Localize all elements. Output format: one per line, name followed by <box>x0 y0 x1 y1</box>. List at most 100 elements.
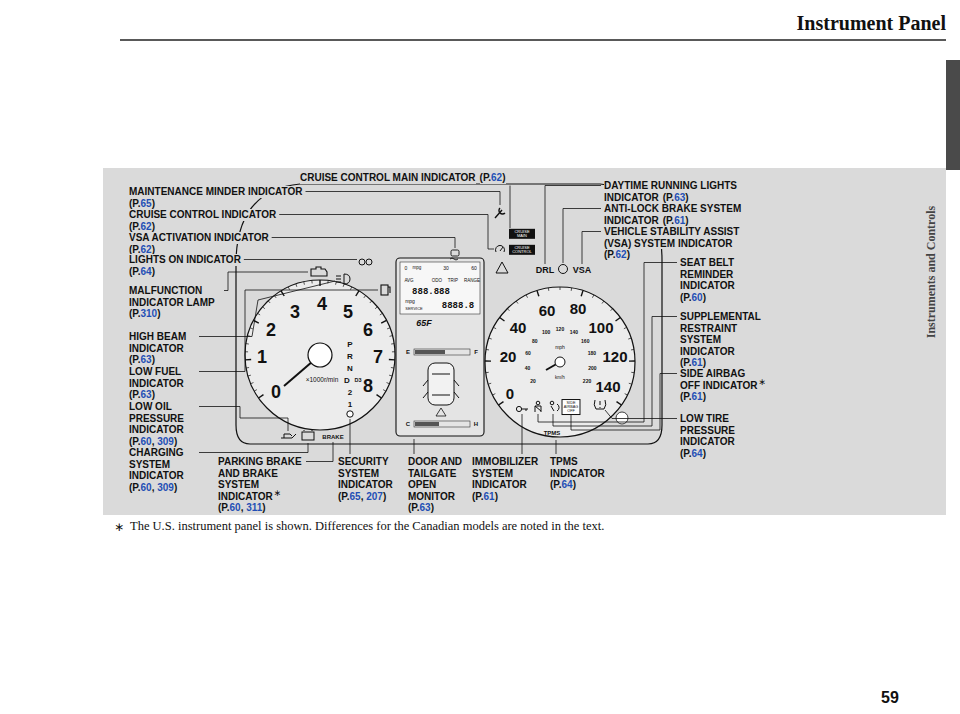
page-reference-part: 65 <box>141 198 152 209</box>
gauge-text: 60 <box>525 351 531 356</box>
dial-tick <box>370 301 372 303</box>
dial-tick <box>303 282 305 285</box>
temperature-gauge-bar <box>414 421 470 427</box>
page-reference-part: 60 <box>692 292 703 303</box>
page-reference: (P.61) <box>663 215 689 227</box>
page-reference: (P.60, 311) <box>218 502 266 514</box>
callout-label: SIDE AIRBAG OFF INDICATOR <box>680 368 765 391</box>
leader-line <box>186 443 308 453</box>
page-reference-part: 61 <box>674 215 685 226</box>
page-reference-part: ) <box>174 436 177 447</box>
gauge-text: SERVICE <box>405 307 423 311</box>
security-indicator <box>347 411 353 417</box>
page-reference-part: , <box>361 491 367 502</box>
dial-tick <box>625 394 628 395</box>
low-fuel-icon <box>388 287 390 293</box>
page-reference: (P.63) <box>663 192 689 204</box>
dial-tick <box>526 295 527 298</box>
gauge-text: mpg <box>413 266 422 271</box>
dial-tick <box>259 395 264 398</box>
dial-tick <box>629 360 635 361</box>
page-reference: (P.64) <box>550 479 576 491</box>
dial-tick <box>616 317 621 321</box>
page-reference-part: (P. <box>550 479 562 490</box>
dial-tick <box>581 291 583 297</box>
callout-label: IMMOBILIZER SYSTEM INDICATOR <box>472 456 547 491</box>
temperature-gauge-bar <box>415 422 439 426</box>
gauge-text: 20 <box>530 378 536 383</box>
page-reference-part: 311 <box>246 502 262 513</box>
page-reference: (P.63) <box>408 502 434 514</box>
page-reference-part: 60 <box>230 502 241 513</box>
tachometer-dial <box>245 280 395 430</box>
dial-tick <box>611 309 613 311</box>
dial-tick <box>390 335 393 337</box>
dial-tick <box>493 327 496 328</box>
dial-tick <box>377 395 382 398</box>
vsa-activation-icon <box>451 250 459 256</box>
page-reference-part: 62 <box>616 249 627 260</box>
gauge-text: 1 <box>257 348 267 366</box>
lcd-window <box>400 262 480 314</box>
dial-tick <box>631 372 634 373</box>
dial-tick <box>493 394 496 395</box>
leader-line <box>522 414 523 454</box>
gauge-text: TPMS <box>544 430 561 436</box>
seat-belt-icon <box>536 401 540 405</box>
dial-tick <box>631 349 634 351</box>
lights-on-icon <box>366 259 372 265</box>
page-reference: (P.61) <box>680 391 706 403</box>
page-reference-part: 309 <box>157 482 174 493</box>
callout-label: LIGHTS ON INDICATOR <box>129 254 241 266</box>
gauge-text: 40 <box>510 320 527 335</box>
leader-line <box>279 215 494 250</box>
page-reference-part: (P. <box>129 221 141 232</box>
page-reference-part: ) <box>152 221 155 232</box>
gauge-text: RANGE <box>464 279 480 284</box>
section-tab <box>946 60 960 170</box>
dial-tick <box>356 291 359 296</box>
speedometer-hub <box>555 357 565 367</box>
gauge-text: 40 <box>525 365 531 370</box>
page-reference-part: 62 <box>491 172 502 183</box>
door-monitor-car <box>423 363 459 405</box>
gauge-text: VSA <box>573 266 592 275</box>
leader-line <box>272 238 455 249</box>
page-reference-part: 60 <box>141 436 152 447</box>
page-reference-part: ) <box>152 389 155 400</box>
cruise-control-icon <box>496 245 505 252</box>
gauge-text: E <box>406 349 410 355</box>
dial-tick <box>381 320 386 323</box>
cruise-control-icon <box>500 247 503 251</box>
page-reference-part: (P. <box>604 249 616 260</box>
immobilizer-key-icon <box>516 406 521 411</box>
page-reference-part: 63 <box>674 192 685 203</box>
low-tire-pressure-icon <box>600 401 601 408</box>
page-reference-part: (P. <box>129 244 141 255</box>
callout-label: SECURITY SYSTEM INDICATOR <box>338 456 400 491</box>
malfunction-engine-icon <box>311 267 327 276</box>
page-reference-part: , <box>152 482 158 493</box>
dial-tick <box>485 360 491 361</box>
page-reference-part: ) <box>703 357 706 368</box>
leader-line <box>305 442 333 462</box>
page-reference-part: (P. <box>129 436 141 447</box>
dial-tick <box>389 359 395 361</box>
fuel-gauge-bar <box>414 349 470 355</box>
dial-tick <box>507 309 509 311</box>
page-reference-part: (P. <box>129 198 141 209</box>
gauge-text: 100 <box>588 320 613 335</box>
gauge-text: P <box>347 341 352 349</box>
page-reference-part: ) <box>685 215 688 226</box>
page-reference-part: ) <box>174 482 177 493</box>
gauge-text: 120 <box>556 327 564 332</box>
dial-tick <box>548 288 549 291</box>
leader-line <box>553 317 677 427</box>
dial-tick <box>391 343 394 344</box>
malfunction-engine-icon <box>311 267 327 276</box>
page-reference-part: (P. <box>129 482 141 493</box>
gauge-text: 60 <box>471 266 477 271</box>
lights-on-icon <box>359 259 365 265</box>
footnote-caption: The U.S. instrument panel is shown. Diff… <box>130 519 604 534</box>
